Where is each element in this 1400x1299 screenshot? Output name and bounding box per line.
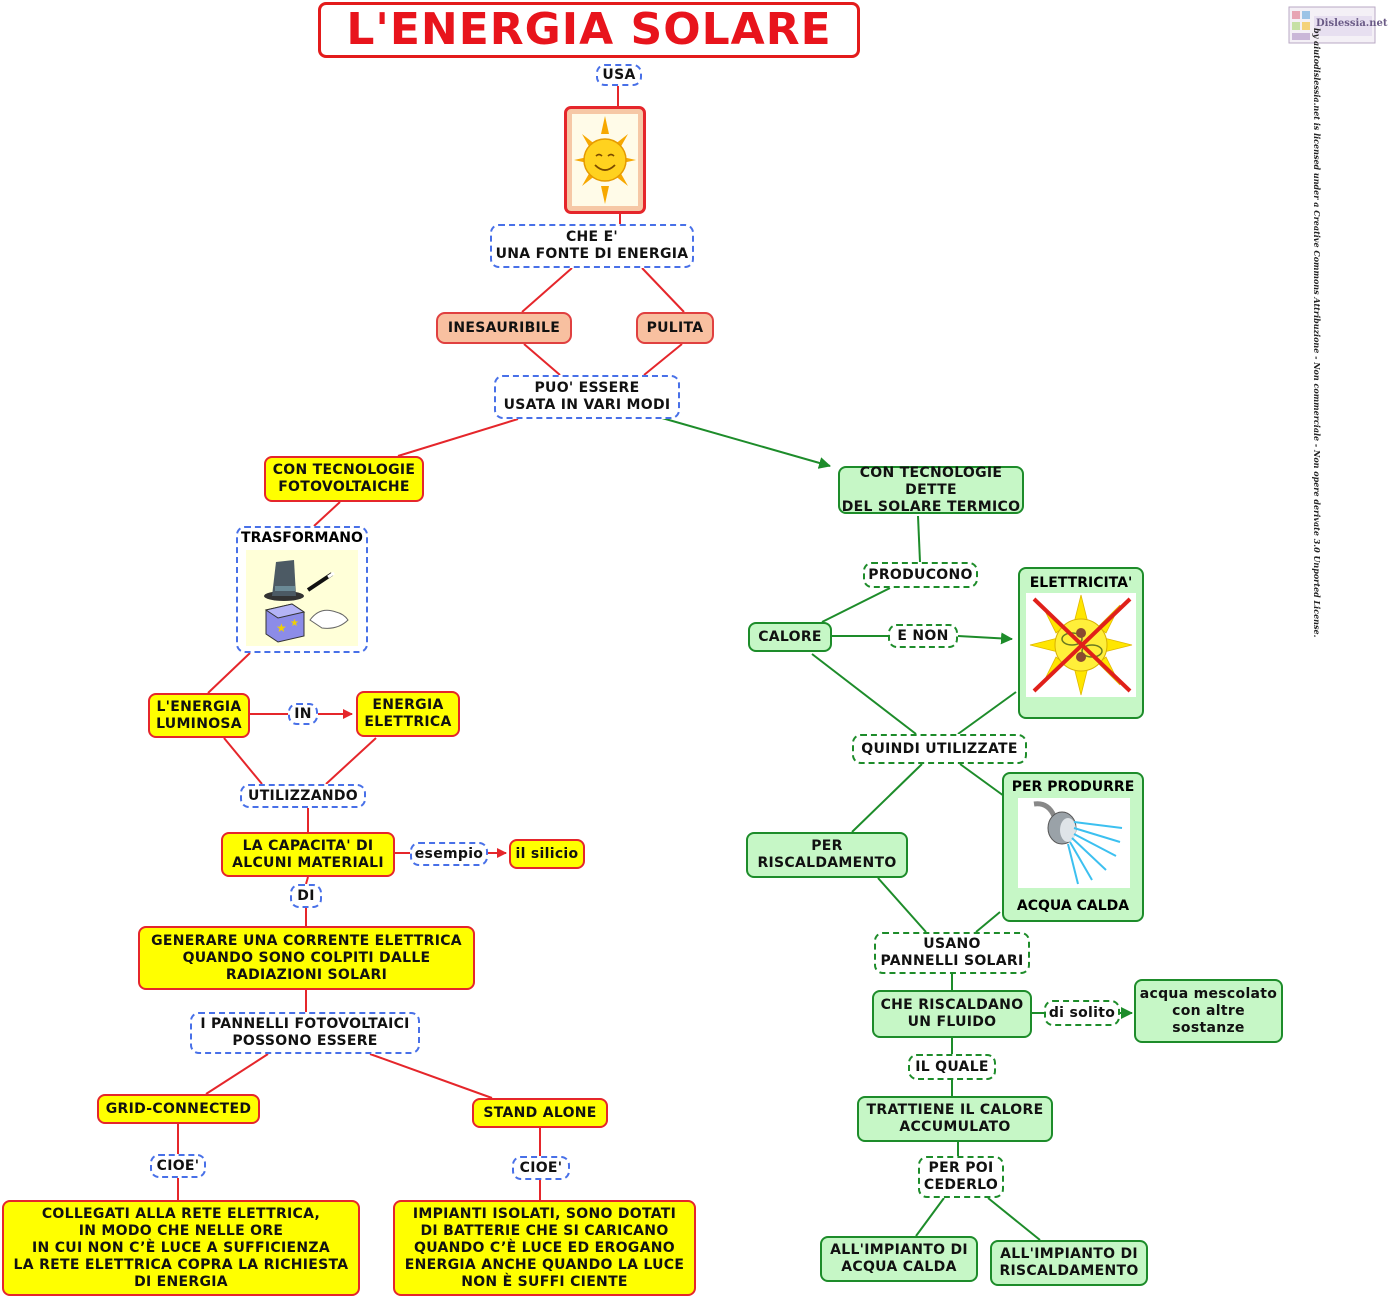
concept-acqua-mescolato: acqua mescolato con altre sostanze (1134, 979, 1283, 1043)
per-produrre-box: PER PRODURRE ACQUA CALDA (1002, 772, 1144, 922)
link-di-solito: di solito (1044, 1000, 1120, 1026)
concept-calore: CALORE (748, 622, 832, 652)
link-cioe-left: CIOE' (150, 1154, 206, 1178)
link-e-non: E NON (888, 624, 958, 648)
license-credit: by aiutodislessia.net is licensed under … (1312, 28, 1322, 638)
link-trasformano: TRASFORMANO (241, 530, 363, 546)
svg-text:★: ★ (276, 621, 287, 635)
crossed-sun-icon (1026, 593, 1136, 697)
concept-solare-termico: CON TECNOLOGIE DETTE DEL SOLARE TERMICO (838, 465, 1024, 515)
link-quindi-utilizzate: QUINDI UTILIZZATE (852, 734, 1027, 764)
concept-acqua-calda-label: ACQUA CALDA (1016, 898, 1130, 914)
link-utilizzando: UTILIZZANDO (240, 784, 366, 808)
link-in: IN (288, 703, 318, 725)
sun-icon (574, 116, 636, 204)
link-producono: PRODUCONO (863, 562, 978, 588)
concept-grid-connected: GRID-CONNECTED (97, 1094, 260, 1124)
link-il-quale: IL QUALE (908, 1054, 996, 1080)
concept-impianto-acqua-calda: ALL'IMPIANTO DI ACQUA CALDA (820, 1236, 978, 1282)
concept-per-produrre: PER PRODURRE (1011, 779, 1135, 795)
concept-riscaldamento: PER RISCALDAMENTO (746, 832, 908, 878)
logo-text: Dislessia.net (1316, 18, 1388, 29)
elettricita-box: ELETTRICITA' (1018, 567, 1144, 719)
link-puo-essere: PUO' ESSERE USATA IN VARI MODI (494, 375, 680, 419)
svg-text:★: ★ (290, 618, 299, 629)
trasformano-box: TRASFORMANO ★ ★ (236, 526, 368, 653)
link-che-e: CHE E' UNA FONTE DI ENERGIA (490, 224, 694, 268)
concept-impianto-riscaldamento: ALL'IMPIANTO DI RISCALDAMENTO (990, 1240, 1148, 1286)
shower-icon (1018, 798, 1130, 888)
concept-generare: GENERARE UNA CORRENTE ELETTRICA QUANDO S… (138, 926, 475, 990)
concept-energia-luminosa: L'ENERGIA LUMINOSA (148, 693, 250, 738)
logo-icon: Dislessia.net (1288, 6, 1388, 44)
concept-inesauribile: INESAURIBILE (436, 312, 572, 344)
concept-che-riscaldano: CHE RISCALDANO UN FLUIDO (872, 990, 1032, 1038)
concept-elettricita: ELETTRICITA' (1029, 575, 1133, 591)
concept-collegati: COLLEGATI ALLA RETE ELETTRICA, IN MODO C… (2, 1200, 360, 1296)
concept-stand-alone: STAND ALONE (472, 1098, 608, 1128)
concept-trattiene: TRATTIENE IL CALORE ACCUMULATO (857, 1096, 1053, 1142)
link-per-poi: PER POI CEDERLO (918, 1156, 1004, 1198)
link-cioe-right: CIOE' (512, 1156, 570, 1180)
concept-energia-elettrica: ENERGIA ELETTRICA (356, 691, 460, 737)
link-usano: USANO PANNELLI SOLARI (874, 932, 1030, 974)
concept-impianti-isolati: IMPIANTI ISOLATI, SONO DOTATI DI BATTERI… (393, 1200, 696, 1296)
link-esempio: esempio (410, 842, 488, 866)
link-di: DI (290, 884, 322, 908)
link-usa: USA (596, 64, 642, 86)
concept-pulita: PULITA (636, 312, 714, 344)
page-title: L'ENERGIA SOLARE (318, 2, 860, 58)
magic-hat-icon: ★ ★ (246, 550, 358, 646)
link-pannelli-fotovoltaici: I PANNELLI FOTOVOLTAICI POSSONO ESSERE (190, 1012, 420, 1054)
concept-capacita: LA CAPACITA' DI ALCUNI MATERIALI (221, 832, 395, 877)
sun-image-box (564, 106, 646, 214)
concept-silicio: il silicio (509, 839, 585, 869)
concept-fotovoltaiche: CON TECNOLOGIE FOTOVOLTAICHE (264, 456, 424, 502)
